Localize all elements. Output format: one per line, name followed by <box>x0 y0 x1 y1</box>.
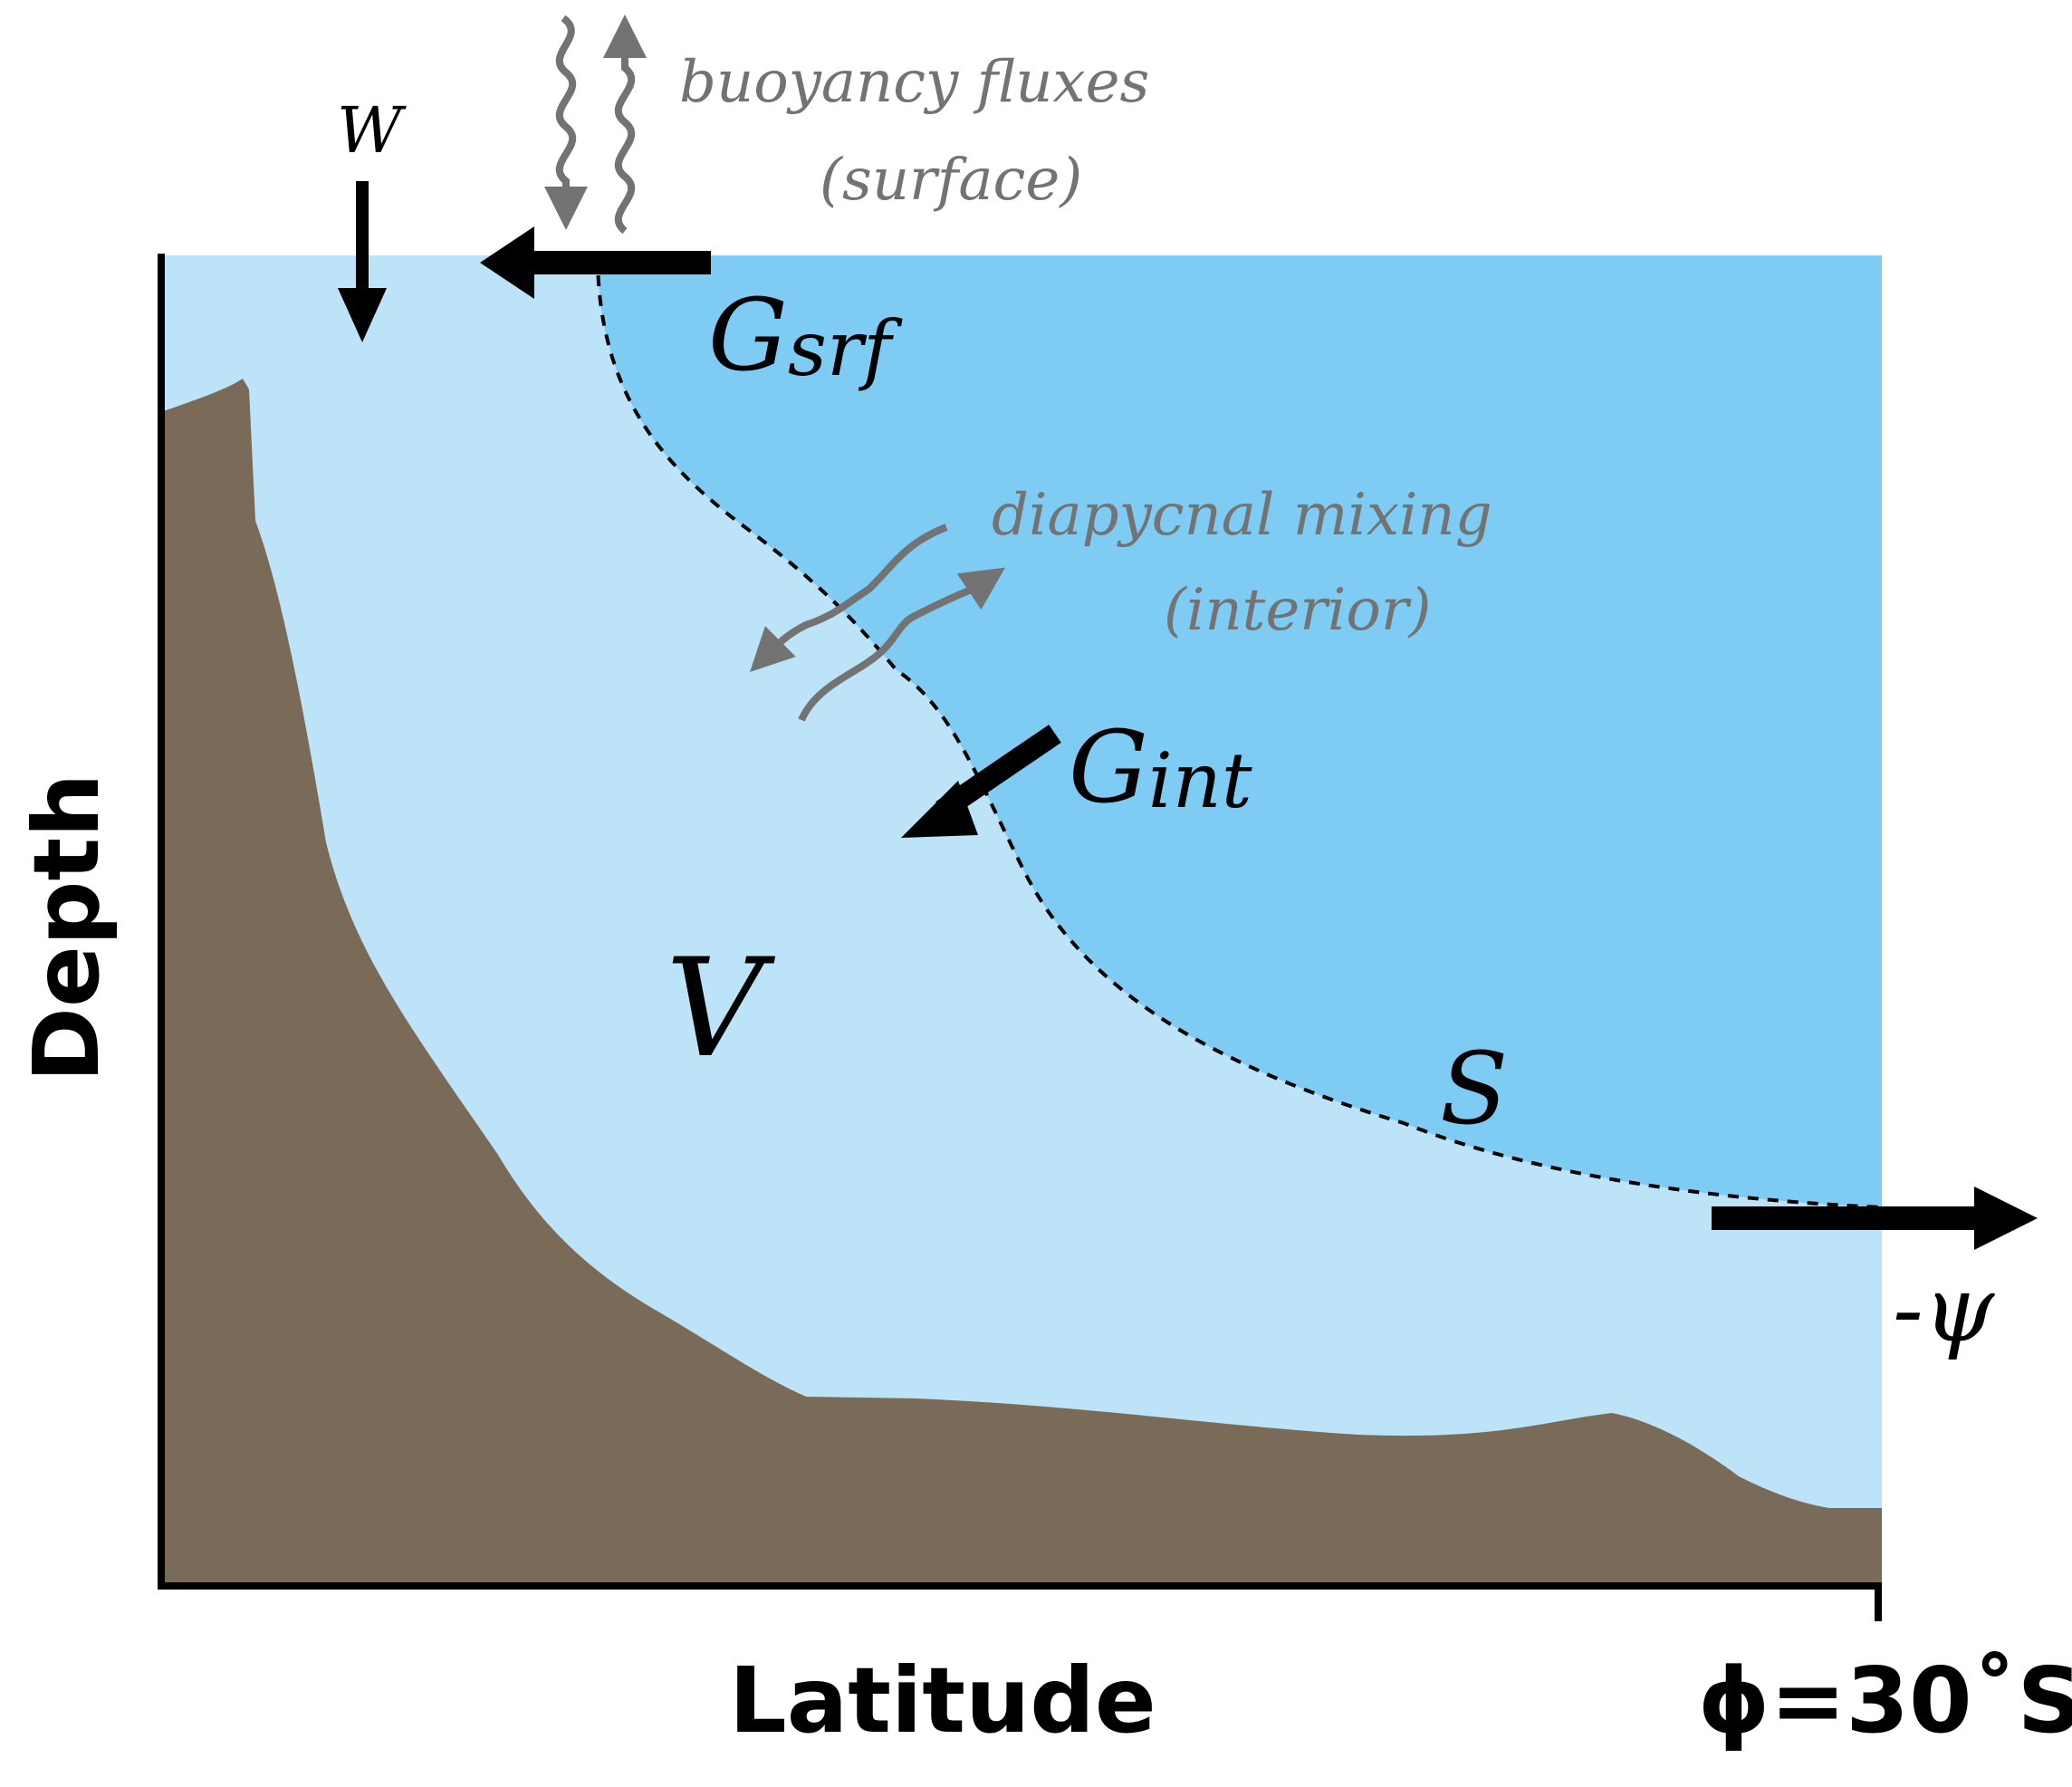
g-int-sub: int <box>1148 736 1252 825</box>
diapycnal-label-line2: (interior) <box>1164 577 1431 644</box>
volume-label: V <box>666 930 776 1088</box>
psi-label: -ψ <box>1893 1256 1996 1362</box>
y-axis-label: Depth <box>14 773 120 1082</box>
g-int-main: G <box>1069 709 1148 825</box>
w-arrow <box>338 181 387 342</box>
g-int-label: Gint <box>1069 709 1252 825</box>
g-srf-arrow <box>480 226 711 299</box>
g-srf-sub: srf <box>788 304 903 393</box>
g-srf-main: G <box>708 277 788 393</box>
psi-arrow <box>1712 1187 2038 1250</box>
x-axis-label: Latitude <box>729 1648 1156 1753</box>
upper-water-region <box>598 255 1882 1207</box>
diapycnal-label-line1: diapycnal mixing <box>992 482 1492 549</box>
diapycnal-mixing-arrow-1 <box>750 524 948 672</box>
buoyancy-flux-down-arrow <box>544 14 588 230</box>
diapycnal-mixing-arrow-2 <box>798 567 1005 722</box>
w-label: W <box>337 93 407 168</box>
buoyancy-label-line2: (surface) <box>820 147 1082 214</box>
seafloor-topography <box>161 379 1882 1590</box>
boundary-label: ϕ=30˚S <box>1698 1648 2072 1753</box>
g-srf-label: Gsrf <box>708 277 903 393</box>
buoyancy-label-line1: buoyancy fluxes <box>679 49 1149 116</box>
surface-label: S <box>1440 1031 1508 1147</box>
g-int-arrow <box>901 725 1061 838</box>
isopycnal-s-line <box>596 255 1883 1209</box>
buoyancy-flux-up-arrow <box>603 14 647 235</box>
